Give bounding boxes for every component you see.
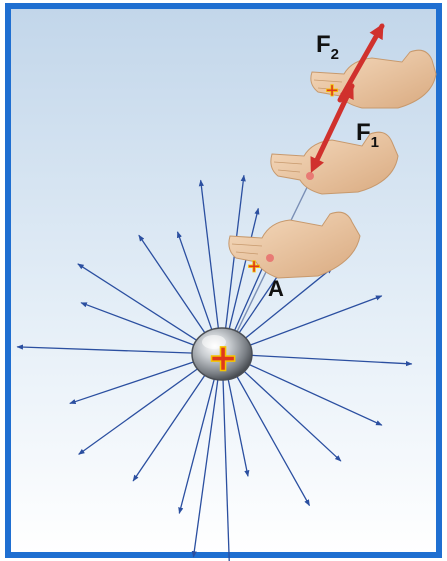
central-charge-plus: + (210, 332, 237, 384)
test-point-a (266, 254, 274, 262)
test-charge-plus-far: + (326, 78, 339, 103)
test-charge-plus-near: + (248, 254, 261, 279)
label-point-a: A (268, 276, 284, 301)
test-point-1 (306, 172, 314, 180)
